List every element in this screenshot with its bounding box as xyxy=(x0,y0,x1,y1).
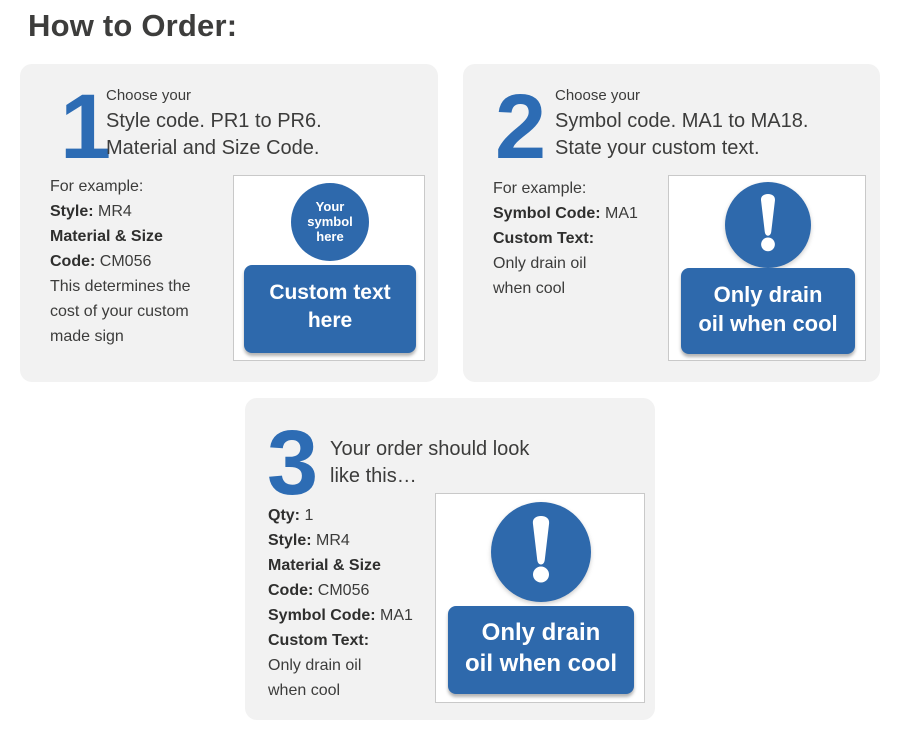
field-label: Symbol Code: xyxy=(493,205,601,222)
order-line: Qty: 1 xyxy=(268,503,413,528)
field-label: Code: xyxy=(50,253,96,270)
sign-text-line: Custom text xyxy=(269,281,391,304)
step-3-number: 3 xyxy=(267,412,319,514)
sign-preview-panel: Only drain oil when cool xyxy=(668,175,866,361)
step-heading-intro: Choose your xyxy=(555,87,641,104)
sign-text-line: oil when cool xyxy=(464,650,617,677)
step-2-card: 2 Choose your Symbol code. MA1 to MA18. … xyxy=(463,64,880,382)
field-value: MR4 xyxy=(316,532,350,549)
step-3-order-text: Qty: 1 Style: MR4 Material & Size Code: … xyxy=(268,503,413,703)
field-value: 1 xyxy=(304,507,314,524)
example-line: Symbol Code: MA1 xyxy=(493,201,638,226)
symbol-placeholder-circle: Your symbol here xyxy=(291,183,369,261)
field-value: CM056 xyxy=(99,253,152,270)
step-heading-line: Symbol code. MA1 to MA18. xyxy=(555,110,809,132)
field-value: MR4 xyxy=(98,203,132,220)
exclamation-icon xyxy=(491,502,591,602)
order-line: Code: CM056 xyxy=(268,578,413,603)
example-line: Style: MR4 xyxy=(50,199,208,224)
step-1-heading: Choose your Style code. PR1 to PR6. Mate… xyxy=(106,86,322,162)
circle-text-line: here xyxy=(316,229,344,244)
field-label: Symbol Code: xyxy=(268,607,376,624)
step-2-heading: Choose your Symbol code. MA1 to MA18. St… xyxy=(555,86,808,162)
order-note: Only drain oil when cool xyxy=(268,657,362,699)
sign-text-line: oil when cool xyxy=(698,311,838,336)
sign-text-line: here xyxy=(307,309,353,332)
step-heading-line: State your custom text. xyxy=(555,137,760,159)
field-label: Material & Size xyxy=(268,557,381,574)
example-line: Code: CM056 xyxy=(50,249,208,274)
field-value: MA1 xyxy=(605,205,638,222)
step-heading-line: Your order should look xyxy=(330,438,530,460)
step-heading-intro: Choose your xyxy=(106,87,192,104)
example-intro: For example: xyxy=(493,180,587,197)
field-label: Style: xyxy=(50,203,94,220)
step-1-number: 1 xyxy=(60,76,112,178)
example-line: Material & Size xyxy=(50,224,208,249)
step-3-heading: Your order should look like this… xyxy=(330,436,529,490)
field-label: Material & Size xyxy=(50,228,163,245)
field-label: Custom Text: xyxy=(493,230,595,247)
example-note: Only drain oil when cool xyxy=(493,255,587,297)
step-heading-line: Material and Size Code. xyxy=(106,137,320,159)
step-heading-line: Style code. PR1 to PR6. xyxy=(106,110,322,132)
page-title: How to Order: xyxy=(28,8,238,43)
sign-preview-panel: Only drain oil when cool xyxy=(435,493,645,703)
example-intro: For example: xyxy=(50,178,144,195)
field-label: Qty: xyxy=(268,507,300,524)
circle-text-line: Your xyxy=(315,199,345,214)
step-3-card: 3 Your order should look like this… Qty:… xyxy=(245,398,655,720)
exclamation-icon xyxy=(725,182,811,268)
sign-text-panel: Only drain oil when cool xyxy=(681,268,855,354)
example-line: Custom Text: xyxy=(493,226,638,251)
sign-preview-panel: Your symbol here Custom text here xyxy=(233,175,425,361)
sign-text-panel: Custom text here xyxy=(244,265,416,353)
field-label: Style: xyxy=(268,532,312,549)
step-heading-line: like this… xyxy=(330,465,417,487)
field-label: Code: xyxy=(268,582,314,599)
field-value: CM056 xyxy=(317,582,370,599)
step-2-example-text: For example: Symbol Code: MA1 Custom Tex… xyxy=(493,176,638,301)
order-line: Custom Text: xyxy=(268,628,413,653)
field-value: MA1 xyxy=(380,607,413,624)
step-1-card: 1 Choose your Style code. PR1 to PR6. Ma… xyxy=(20,64,438,382)
sign-text-line: Only drain xyxy=(713,282,823,307)
step-2-number: 2 xyxy=(495,76,547,178)
order-line: Symbol Code: MA1 xyxy=(268,603,413,628)
field-label: Custom Text: xyxy=(268,632,370,649)
example-note: This determines the cost of your custom … xyxy=(50,278,191,345)
order-line: Style: MR4 xyxy=(268,528,413,553)
step-1-example-text: For example: Style: MR4 Material & Size … xyxy=(50,174,208,349)
order-line: Material & Size xyxy=(268,553,413,578)
circle-text-line: symbol xyxy=(307,214,353,229)
sign-text-line: Only drain xyxy=(481,619,601,646)
sign-text-panel: Only drain oil when cool xyxy=(448,606,634,694)
